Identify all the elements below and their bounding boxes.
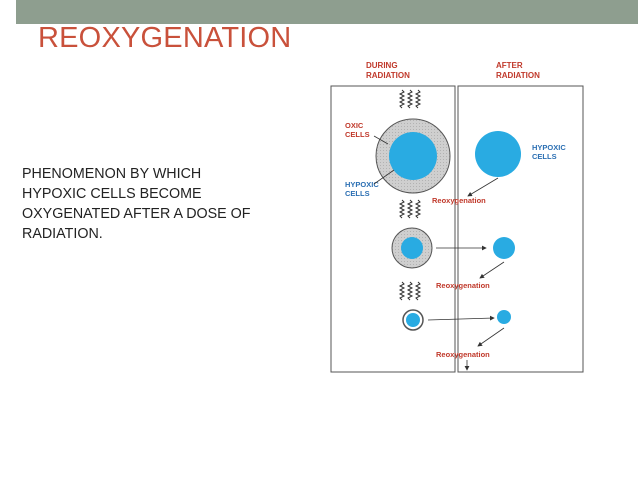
hypoxic-cell-after-medium — [493, 237, 515, 259]
header-after-line2: RADIATION — [496, 71, 540, 80]
radiation-wave-icon — [398, 281, 422, 301]
reoxygenation-arrow-1 — [467, 177, 499, 197]
label-hypoxic-right-line2: CELLS — [532, 152, 557, 161]
reoxygenation-arrow-2 — [479, 261, 505, 279]
during-radiation-panel — [330, 85, 456, 373]
hypoxic-core-large — [389, 132, 437, 180]
radiation-wave-icon — [398, 199, 422, 219]
oxic-pointer — [373, 135, 389, 145]
header-during-line1: DURING — [366, 61, 398, 70]
after-radiation-panel — [457, 85, 584, 373]
label-hypoxic-right-line1: HYPOXIC — [532, 143, 566, 152]
hypoxic-cell-after-small — [497, 310, 511, 324]
label-oxic-line2: CELLS — [345, 130, 370, 139]
slide-header-bar — [0, 0, 638, 24]
label-hypoxic-left-line1: HYPOXIC — [345, 180, 379, 189]
hypoxic-cell-after-large — [475, 131, 521, 177]
slide-title: REOXYGENATION — [38, 22, 292, 54]
hypoxic-core-medium — [401, 237, 423, 259]
radiation-wave-icon — [398, 89, 422, 109]
reoxygenation-label-2: Reoxygenation — [436, 281, 490, 290]
body-line-1: PHENOMENON BY WHICH — [22, 166, 202, 182]
hypoxic-core-small — [406, 313, 420, 327]
transition-arrow-small — [427, 315, 495, 321]
reoxygenation-label-1: Reoxygenation — [432, 196, 486, 205]
reoxygenation-diagram: DURING RADIATION AFTER RADIATION OXIC CE… — [330, 61, 584, 373]
reoxygenation-label-3: Reoxygenation — [436, 350, 490, 359]
hypoxic-left-pointer — [373, 169, 395, 185]
header-bar-accent — [0, 0, 16, 24]
header-during-line2: RADIATION — [366, 71, 410, 80]
label-oxic-line1: OXIC — [345, 121, 364, 130]
reoxygenation-arrow-3 — [477, 327, 505, 347]
header-after-line1: AFTER — [496, 61, 523, 70]
body-line-3: OXYGENATED AFTER A DOSE OF — [22, 206, 251, 222]
label-hypoxic-left-line2: CELLS — [345, 189, 370, 198]
body-line-2: HYPOXIC CELLS BECOME — [22, 186, 202, 202]
slide-body-text: PHENOMENON BY WHICH HYPOXIC CELLS BECOME… — [22, 164, 312, 244]
body-line-4: RADIATION. — [22, 226, 103, 242]
